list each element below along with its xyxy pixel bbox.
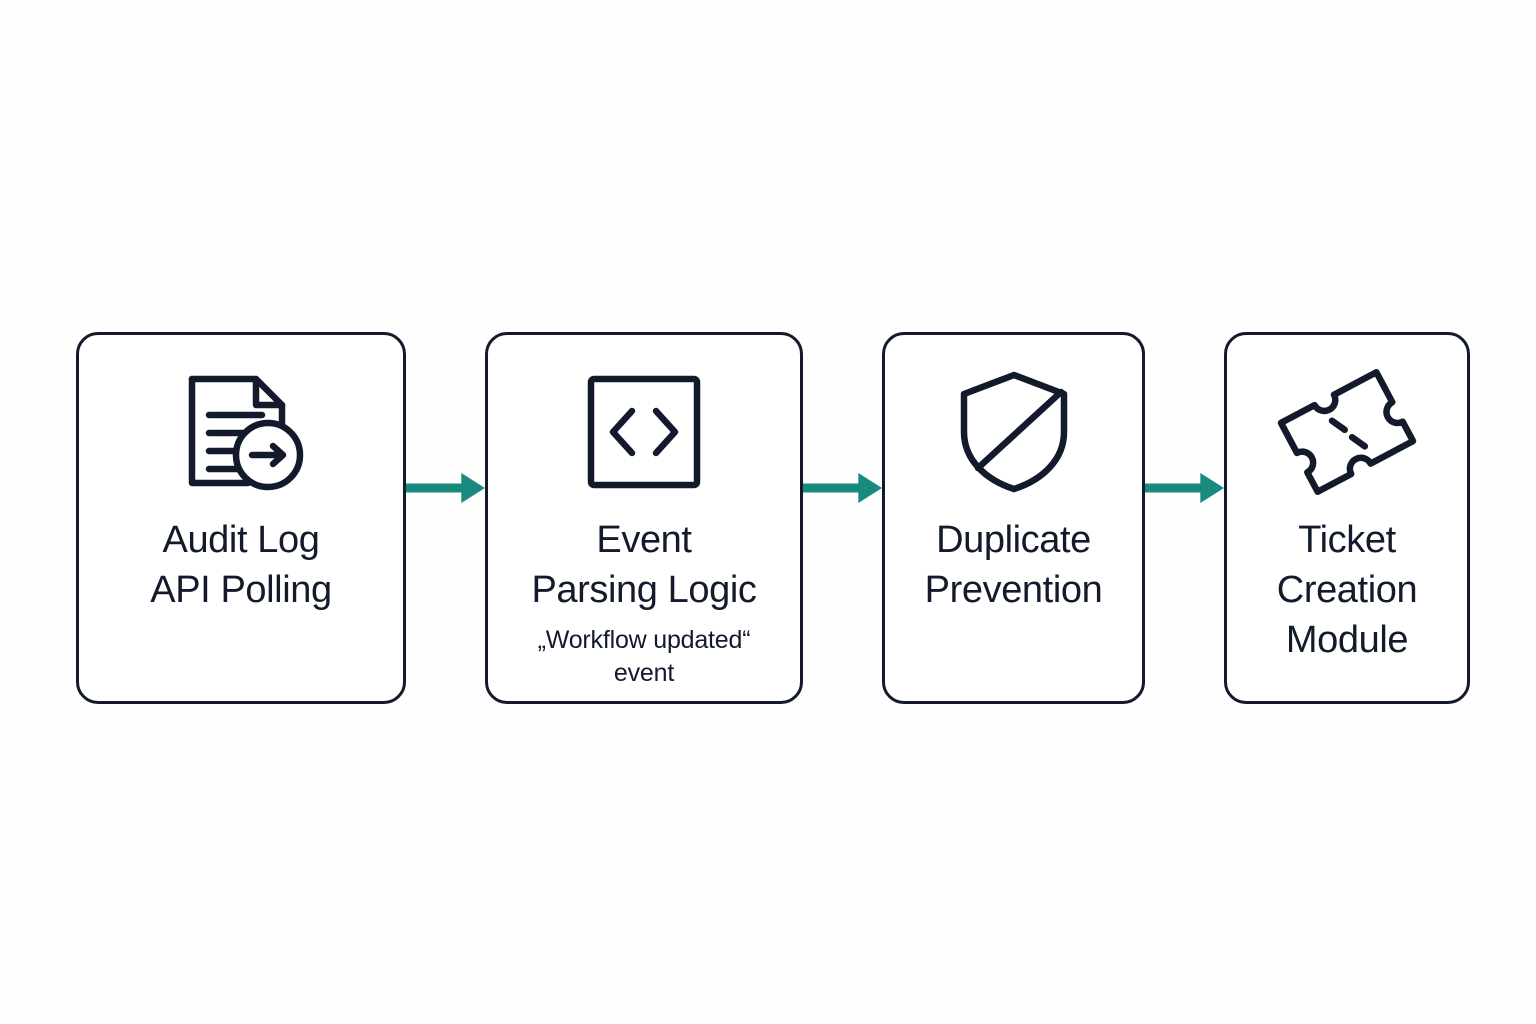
flow-node-subtitle: „Workflow updated“ event — [537, 626, 751, 687]
flow-node-title: Ticket Creation Module — [1276, 519, 1418, 661]
flow-node-ticket-creation-module[interactable]: Ticket Creation Module — [1224, 332, 1470, 704]
shield-slash-icon — [949, 369, 1079, 495]
flow-node-duplicate-prevention[interactable]: Duplicate Prevention — [882, 332, 1145, 704]
ticket-icon — [1277, 368, 1417, 496]
flow-node-audit-log-api-polling[interactable]: Audit Log API Polling — [76, 332, 406, 704]
flow-node-event-parsing-logic[interactable]: Event Parsing Logic „Workflow updated“ e… — [485, 332, 803, 704]
flow-node-title: Event Parsing Logic — [531, 519, 757, 611]
arrow-right-icon — [1145, 473, 1224, 503]
flow-diagram: Audit Log API Polling Event Parsing Logi… — [76, 332, 1470, 704]
flow-node-title: Audit Log API Polling — [150, 519, 332, 611]
connector-arrow-3 — [1145, 332, 1224, 704]
code-brackets-icon — [579, 369, 709, 495]
arrow-right-icon — [406, 473, 485, 503]
arrow-right-icon — [803, 473, 882, 503]
connector-arrow-1 — [406, 332, 485, 704]
flow-node-title: Duplicate Prevention — [924, 519, 1103, 611]
document-arrow-icon — [176, 369, 306, 495]
connector-arrow-2 — [803, 332, 882, 704]
